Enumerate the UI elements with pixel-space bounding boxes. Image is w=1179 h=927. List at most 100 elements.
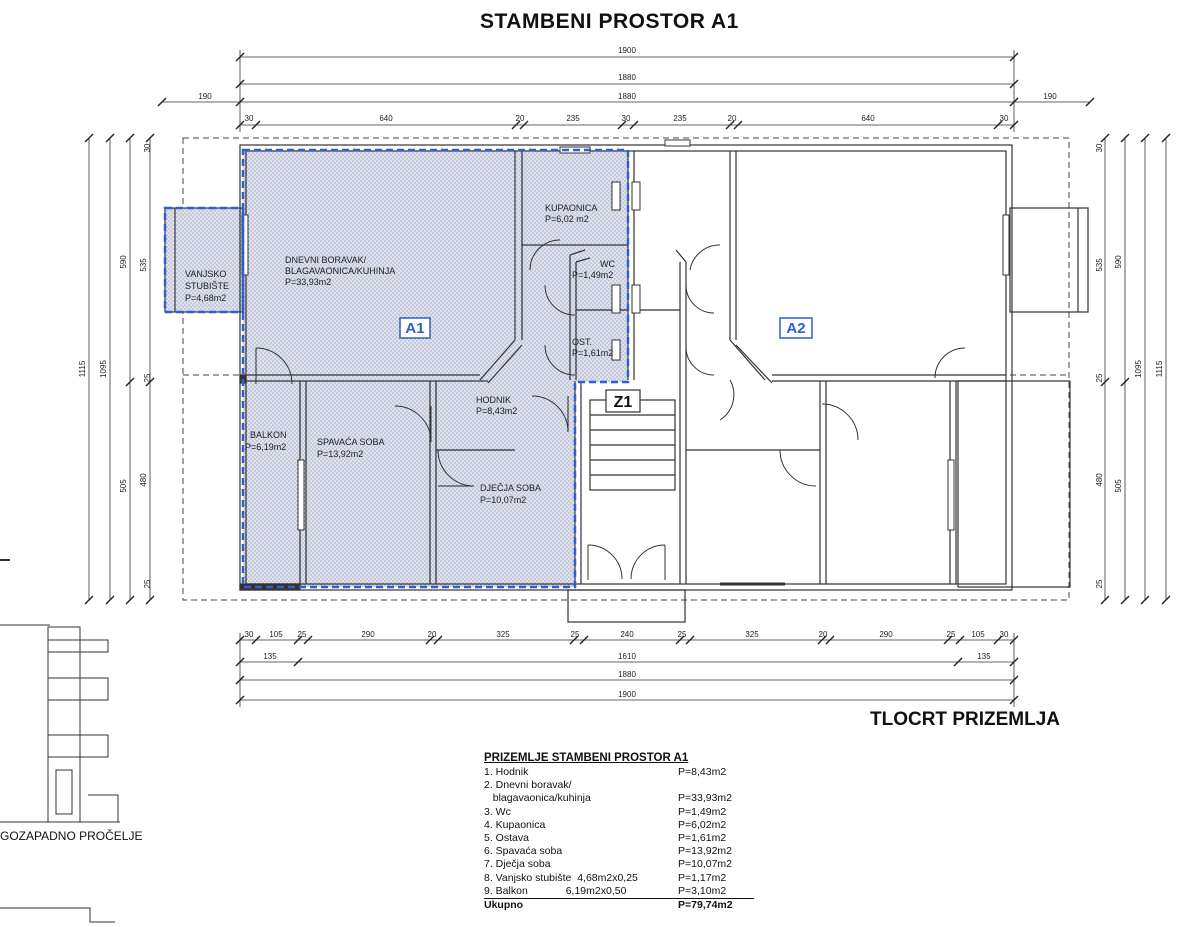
dim-bottom-seg: 290 — [879, 630, 893, 639]
dim-top-seg: 30 — [1000, 114, 1009, 123]
room-label-stairs-2: STUBIŠTE — [185, 281, 229, 291]
room-label-living-2: BLAGAVAONICA/KUHINJA — [285, 266, 395, 276]
room-label-kids-room: DJEČJA SOBA — [480, 483, 541, 493]
dim-bottom-seg: 25 — [678, 630, 687, 639]
dim-bottom-seg: 1610 — [618, 652, 636, 661]
dim-top-seg: 640 — [379, 114, 393, 123]
unit-label-a1: A1 — [405, 320, 424, 337]
dim-bottom-seg: 135 — [977, 652, 991, 661]
dim-top-left-overhang: 190 — [198, 92, 212, 101]
room-area-living: P=33,93m2 — [285, 277, 331, 287]
dim-bottom-seg: 20 — [819, 630, 828, 639]
dim-top-seg: 640 — [861, 114, 875, 123]
room-area-kids-room: P=10,07m2 — [480, 495, 526, 505]
dim-top-seg: 235 — [673, 114, 687, 123]
row-value: P=13,92m2 — [678, 845, 732, 858]
dim-bottom-seg: 135 — [263, 652, 277, 661]
floor-plan-title: TLOCRT PRIZEMLJA — [870, 709, 1060, 730]
row-value: P=1,17m2 — [678, 871, 727, 884]
dim-right: 480 — [1095, 473, 1104, 487]
dim-bottom-inner: 1880 — [618, 670, 636, 679]
dim-bottom-seg: 20 — [428, 630, 437, 639]
dimension-ticks — [84, 52, 1171, 705]
dim-right: 30 — [1095, 143, 1104, 152]
facade-label: GOZAPADNO PROČELJE — [0, 829, 143, 843]
dim-right: 1115 — [1155, 360, 1164, 377]
row-value — [678, 779, 754, 792]
room-area-hallway: P=8,43m2 — [476, 406, 517, 416]
dim-bottom-seg: 240 — [620, 630, 634, 639]
table-row: 9. Balkon 6,19m2x0,50 P=3,10m2 — [484, 885, 754, 898]
dim-bottom-seg: 105 — [971, 630, 985, 639]
dim-bottom-seg: 325 — [745, 630, 759, 639]
room-area-stairs: P=4,68m2 — [185, 293, 226, 303]
room-label-stairs: VANJSKO — [185, 269, 226, 279]
row-value: P=1,49m2 — [678, 805, 727, 818]
table-row: blagavaonica/kuhinja P=33,93m2 — [484, 792, 754, 805]
table-row: 7. Dječja soba P=10,07m2 — [484, 858, 754, 871]
row-name: 6. Spavaća soba — [484, 845, 563, 858]
dim-left: 1115 — [78, 360, 87, 377]
unit-a1-boundary — [163, 148, 630, 589]
room-label-bathroom: KUPAONICA — [545, 203, 597, 213]
row-value: P=1,61m2 — [678, 831, 727, 844]
dim-right: 535 — [1095, 258, 1104, 272]
row-name: 2. Dnevni boravak/ — [484, 779, 572, 792]
row-value: P=10,07m2 — [678, 858, 732, 871]
dim-top-right-overhang: 190 — [1043, 92, 1057, 101]
room-area-bathroom: P=6,02 m2 — [545, 214, 589, 224]
dim-top-seg: 30 — [622, 114, 631, 123]
dim-bottom-seg: 25 — [571, 630, 580, 639]
dim-left: 25 — [143, 579, 152, 588]
dimension-lines — [88, 50, 1167, 707]
dim-left: 25 — [143, 373, 152, 382]
dim-right: 505 — [1114, 479, 1123, 493]
row-name: 8. Vanjsko stubište 4,68m2x0,25 — [484, 871, 638, 884]
dim-top-seg: 30 — [245, 114, 254, 123]
room-area-storage: P=1,61m2 — [572, 348, 613, 358]
dim-right: 590 — [1114, 255, 1123, 269]
room-area-wc: P=1,49m2 — [572, 270, 613, 280]
dim-top-seg: 20 — [516, 114, 525, 123]
unit-label-a2: A2 — [786, 320, 805, 337]
row-value: P=33,93m2 — [678, 792, 732, 805]
drawing-title: STAMBENI PROSTOR A1 — [480, 10, 739, 33]
dim-bottom-seg: 30 — [245, 630, 254, 639]
dim-left: 505 — [119, 479, 128, 493]
row-name: 7. Dječja soba — [484, 858, 551, 871]
dim-left: 535 — [139, 258, 148, 272]
room-area-balcony: P=6,19m2 — [245, 442, 286, 452]
room-label-bedroom: SPAVAĆA SOBA — [317, 437, 385, 447]
dim-bottom-seg: 25 — [298, 630, 307, 639]
row-name: blagavaonica/kuhinja — [484, 792, 591, 805]
room-label-balcony: BALKON — [250, 430, 287, 440]
dim-left: 30 — [143, 143, 152, 152]
dim-bottom-seg: 30 — [1000, 630, 1009, 639]
dim-bottom-seg: 105 — [269, 630, 283, 639]
row-value: P=8,43m2 — [678, 766, 727, 778]
room-area-bedroom: P=13,92m2 — [317, 449, 363, 459]
dimension-labels-vertical: 1115 1095 590 505 535 480 30 25 25 30 25… — [78, 143, 1164, 588]
room-label-living: DNEVNI BORAVAK/ — [285, 255, 367, 265]
row-name: 3. Wc — [484, 805, 511, 818]
dim-top-inner: 1880 — [618, 73, 636, 82]
dim-bottom-seg: 25 — [947, 630, 956, 639]
table-row: 6. Spavaća soba P=13,92m2 — [484, 845, 754, 858]
unit-labels: A1 A2 Z1 — [399, 317, 813, 413]
dim-left: 590 — [119, 255, 128, 269]
area-table-header: PRIZEMLJE STAMBENI PROSTOR A1 — [484, 752, 689, 764]
facade-sketch — [0, 559, 120, 923]
external-stairs-fill — [165, 208, 243, 312]
total-name: Ukupno — [484, 898, 524, 911]
row-value: P=3,10m2 — [678, 884, 727, 897]
dim-top-total: 1900 — [618, 46, 636, 55]
dim-bottom-total: 1900 — [618, 690, 636, 699]
dim-right: 25 — [1095, 373, 1104, 382]
row-name: 9. Balkon 6,19m2x0,50 — [484, 884, 627, 897]
row-name: 4. Kupaonica — [484, 818, 546, 831]
room-label-hallway: HODNIK — [476, 395, 511, 405]
dim-top-seg: 235 — [566, 114, 580, 123]
